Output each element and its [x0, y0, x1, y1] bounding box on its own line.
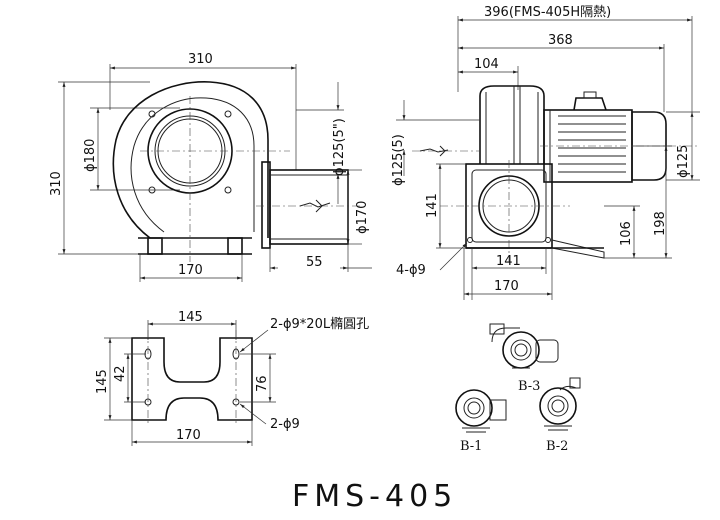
dim-141-left: 141 [425, 193, 440, 218]
note-slot-holes: 2-ϕ9*20L橢圓孔 [270, 317, 369, 332]
dim-141-bottom: 141 [496, 254, 521, 269]
model-title: FMS-405 [292, 479, 457, 514]
label-b2: B-2 [546, 439, 568, 454]
dim-198: 198 [653, 211, 668, 236]
dim-phi125-front: ϕ125(5") [332, 118, 347, 176]
dim-phi170: ϕ170 [355, 201, 370, 234]
dim-42: 42 [113, 365, 128, 382]
variant-b3: B-3 [489, 323, 559, 394]
dim-phi180: ϕ180 [83, 139, 98, 172]
note-2-phi9: 2-ϕ9 [270, 417, 300, 432]
dim-55: 55 [306, 255, 323, 270]
dim-170-bottom: 170 [494, 279, 519, 294]
dim-396: 396(FMS-405H隔熱) [484, 5, 611, 20]
dim-76: 76 [255, 375, 270, 392]
dim-368: 368 [548, 33, 573, 48]
variant-b2: B-2 [539, 377, 581, 454]
variant-b1: B-1 [455, 389, 507, 454]
dim-170-base: 170 [178, 263, 203, 278]
dim-170-base-plate: 170 [176, 428, 201, 443]
dim-106: 106 [619, 221, 634, 246]
base-view: 145 145 42 76 170 2-ϕ9*20L橢圓孔 2-ϕ9 [95, 310, 369, 446]
dim-310-top: 310 [188, 52, 213, 67]
side-view: 396(FMS-405H隔熱) 368 104 [391, 5, 700, 300]
label-b1: B-1 [460, 439, 482, 454]
front-view: 310 310 ϕ180 170 [49, 52, 372, 282]
dim-145-left: 145 [95, 369, 110, 394]
dim-phi125-left: ϕ125(5) [391, 134, 406, 186]
note-4-phi9: 4-ϕ9 [396, 263, 426, 278]
dim-145-top: 145 [178, 310, 203, 325]
label-b3: B-3 [518, 379, 540, 394]
dim-104: 104 [474, 57, 499, 72]
dim-phi125-right: ϕ125 [676, 145, 691, 178]
dim-310-left: 310 [49, 171, 64, 196]
